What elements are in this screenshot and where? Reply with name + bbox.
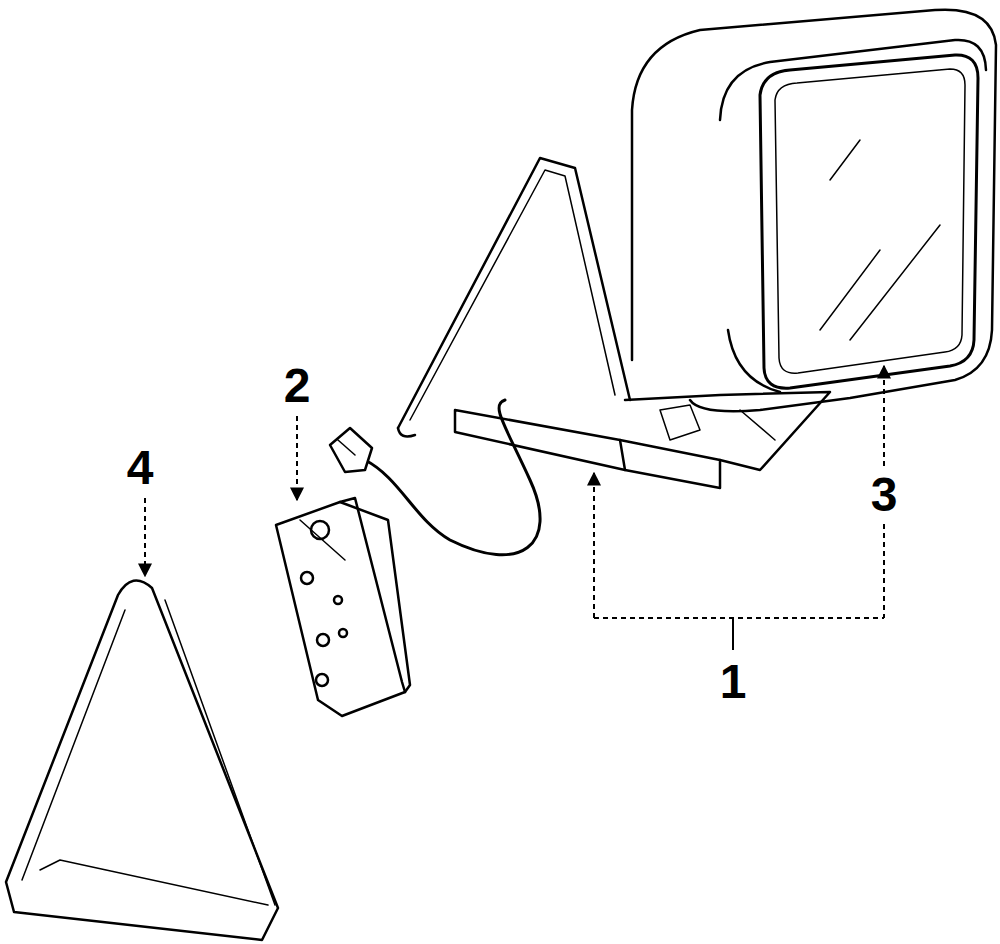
callout-number: 2	[284, 362, 311, 410]
callout-number: 4	[127, 444, 154, 492]
trim-cover	[6, 580, 278, 940]
mounting-bracket	[276, 498, 410, 716]
leader-lines	[145, 366, 884, 650]
mirror-frame	[398, 158, 630, 436]
callout-number: 1	[720, 658, 747, 706]
mirror-head	[632, 10, 996, 412]
callout-number: 3	[871, 471, 898, 519]
